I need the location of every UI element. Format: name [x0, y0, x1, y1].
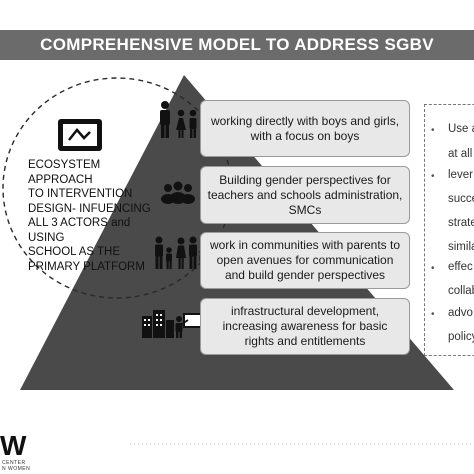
ecosystem-line: TO INTERVENTION	[28, 188, 133, 200]
family-icon	[155, 236, 205, 269]
boys-and-girls-icon	[160, 101, 197, 138]
level-box-2: Building gender perspectives for teacher…	[200, 166, 410, 224]
title-bar: COMPREHENSIVE MODEL TO ADDRESS SGBV	[0, 30, 474, 60]
right-list-item: advo	[448, 307, 473, 319]
ecosystem-line: ECOSYSTEM APPROACH	[28, 159, 101, 186]
right-list-item: policy	[448, 331, 474, 343]
right-list-item: succe	[448, 193, 474, 205]
right-list-item: simila	[448, 241, 474, 253]
right-dashed-panel	[424, 104, 474, 356]
page-title: COMPREHENSIVE MODEL TO ADDRESS SGBV	[40, 35, 434, 54]
ecosystem-line: PRIMARY PLATFORM	[28, 260, 145, 273]
level-box-1: working directly with boys and girls, wi…	[200, 100, 410, 157]
level-box-4: infrastructural development, increasing …	[200, 298, 410, 355]
ecosystem-line: ALL 3 ACTORS and USING	[28, 217, 131, 244]
ecosystem-text: ECOSYSTEM APPROACH TO INTERVENTION DESIG…	[28, 158, 158, 274]
ecosystem-line: SCHOOL AS THE	[28, 246, 121, 258]
logo: W	[0, 430, 26, 461]
group-icon	[161, 181, 195, 204]
right-list-item: Use a	[448, 123, 474, 135]
bullet-icon: •	[431, 309, 435, 320]
chalkboard-icon	[58, 119, 102, 151]
ecosystem-line: DESIGN- INFUENCING	[28, 202, 151, 215]
logo-subtext: N WOMEN	[2, 466, 31, 472]
right-list-item: at all	[448, 148, 473, 160]
right-list-item: effec	[448, 261, 473, 273]
bullet-icon: •	[431, 263, 435, 274]
right-list-item: lever	[448, 169, 473, 181]
logo-subtext: CENTER	[2, 460, 26, 466]
right-list-item: strate	[448, 217, 474, 229]
buildings-and-teacher-icon	[142, 310, 203, 338]
bullet-icon: •	[431, 171, 435, 182]
level-box-3: work in communities with parents to open…	[200, 232, 410, 289]
bullet-icon: •	[431, 125, 435, 136]
right-list-item: collab	[448, 285, 474, 297]
